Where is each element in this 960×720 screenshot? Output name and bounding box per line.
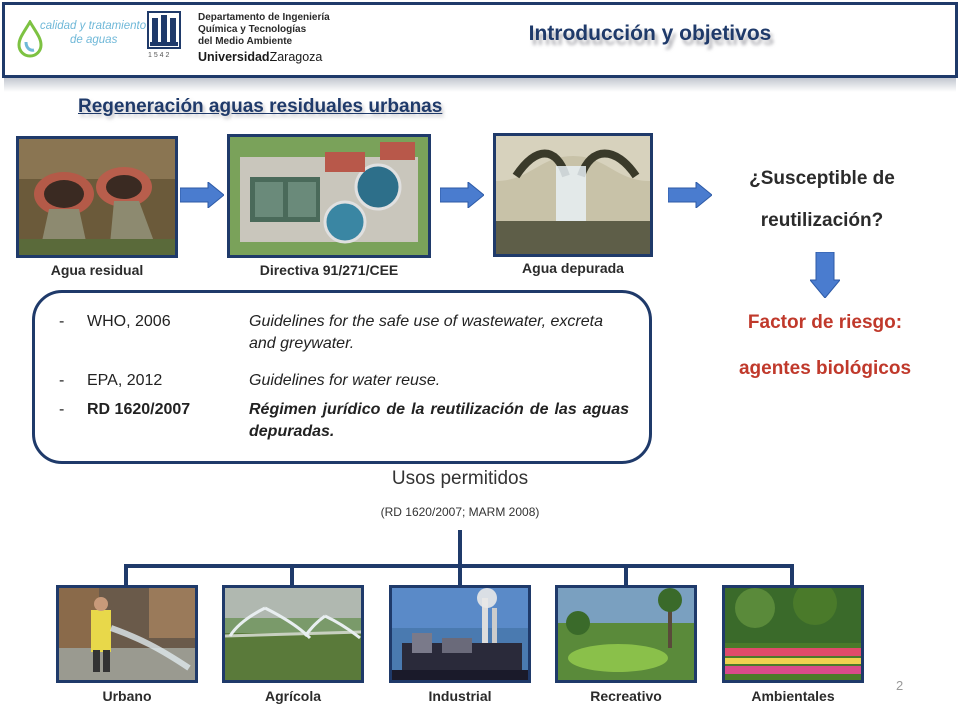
reference-description: Guidelines for water reuse. bbox=[249, 372, 441, 389]
reference-description: Guidelines for the safe use of wastewate… bbox=[249, 313, 603, 352]
reference-source: RD 1620/2007 bbox=[87, 401, 191, 418]
caption-directiva: Directiva 91/271/CEE bbox=[259, 262, 399, 278]
caption-agua-residual: Agua residual bbox=[50, 262, 144, 278]
agricultural-use-photo bbox=[222, 585, 364, 683]
allowed-uses-source: (RD 1620/2007; MARM 2008) bbox=[380, 505, 540, 519]
reference-dash: - bbox=[59, 313, 65, 330]
tree-branch bbox=[624, 564, 628, 586]
allowed-uses-title: Usos permitidos bbox=[391, 468, 529, 489]
reference-description: Régimen jurídico de la reutilización de … bbox=[249, 401, 629, 440]
regulations-box: - WHO, 2006 Guidelines for the safe use … bbox=[32, 290, 652, 464]
use-label-ambientales: Ambientales bbox=[751, 688, 835, 704]
department-logo: Departamento de Ingeniería Química y Tec… bbox=[198, 12, 368, 64]
department-line2: Química y Tecnologías bbox=[198, 24, 307, 35]
treatment-plant-photo bbox=[227, 134, 431, 258]
university-crest-icon: 1 5 4 2 bbox=[146, 10, 182, 62]
use-label-urbano: Urbano bbox=[102, 688, 152, 704]
reuse-question: ¿Susceptible de reutilización? bbox=[749, 168, 895, 231]
caption-agua-depurada: Agua depurada bbox=[522, 260, 624, 276]
slide-title: Introducción y objetivos bbox=[528, 22, 772, 45]
logo-text-line1: calidad y tratamiento bbox=[40, 20, 147, 32]
use-label-agricola: Agrícola bbox=[264, 688, 321, 704]
arrow-right-icon bbox=[180, 182, 224, 208]
risk-factor: Factor de riesgo: agentes biológicos bbox=[705, 300, 945, 392]
tree-branch bbox=[290, 564, 294, 586]
logo-text-line2: de aguas bbox=[70, 34, 118, 46]
university-name: UniversidadZaragoza bbox=[198, 50, 368, 64]
arrow-down-icon bbox=[810, 252, 840, 298]
university-light: Zaragoza bbox=[269, 50, 323, 64]
environmental-use-photo bbox=[722, 585, 864, 683]
recreational-use-photo bbox=[555, 585, 697, 683]
reference-source: EPA, 2012 bbox=[87, 372, 163, 389]
university-bold: Universidad bbox=[198, 50, 270, 64]
department-line3: del Medio Ambiente bbox=[198, 36, 293, 47]
tree-branch bbox=[124, 564, 128, 586]
use-label-recreativo: Recreativo bbox=[590, 688, 662, 704]
arrow-right-icon bbox=[668, 182, 712, 208]
risk-line2: agentes biológicos bbox=[738, 358, 912, 379]
industrial-use-photo bbox=[389, 585, 531, 683]
tree-branch bbox=[458, 564, 462, 586]
tree-trunk bbox=[458, 530, 462, 566]
section-subtitle: Regeneración aguas residuales urbanas bbox=[78, 96, 443, 117]
reference-dash: - bbox=[59, 401, 65, 418]
wastewater-photo bbox=[16, 136, 178, 258]
risk-line1: Factor de riesgo: bbox=[747, 312, 903, 333]
crest-year: 1 5 4 2 bbox=[148, 52, 170, 59]
tree-branch bbox=[790, 564, 794, 586]
reference-source: WHO, 2006 bbox=[87, 313, 171, 330]
arrow-right-icon bbox=[440, 182, 484, 208]
reference-dash: - bbox=[59, 372, 65, 389]
treated-water-photo bbox=[493, 133, 653, 257]
calidad-agua-logo: calidad y tratamiento de aguas bbox=[12, 10, 146, 65]
urban-use-photo bbox=[56, 585, 198, 683]
header-shadow bbox=[4, 78, 956, 92]
slide-number: 2 bbox=[896, 678, 904, 693]
use-label-industrial: Industrial bbox=[428, 688, 492, 704]
water-drop-icon bbox=[17, 20, 43, 58]
department-line1: Departamento de Ingeniería bbox=[198, 12, 330, 23]
